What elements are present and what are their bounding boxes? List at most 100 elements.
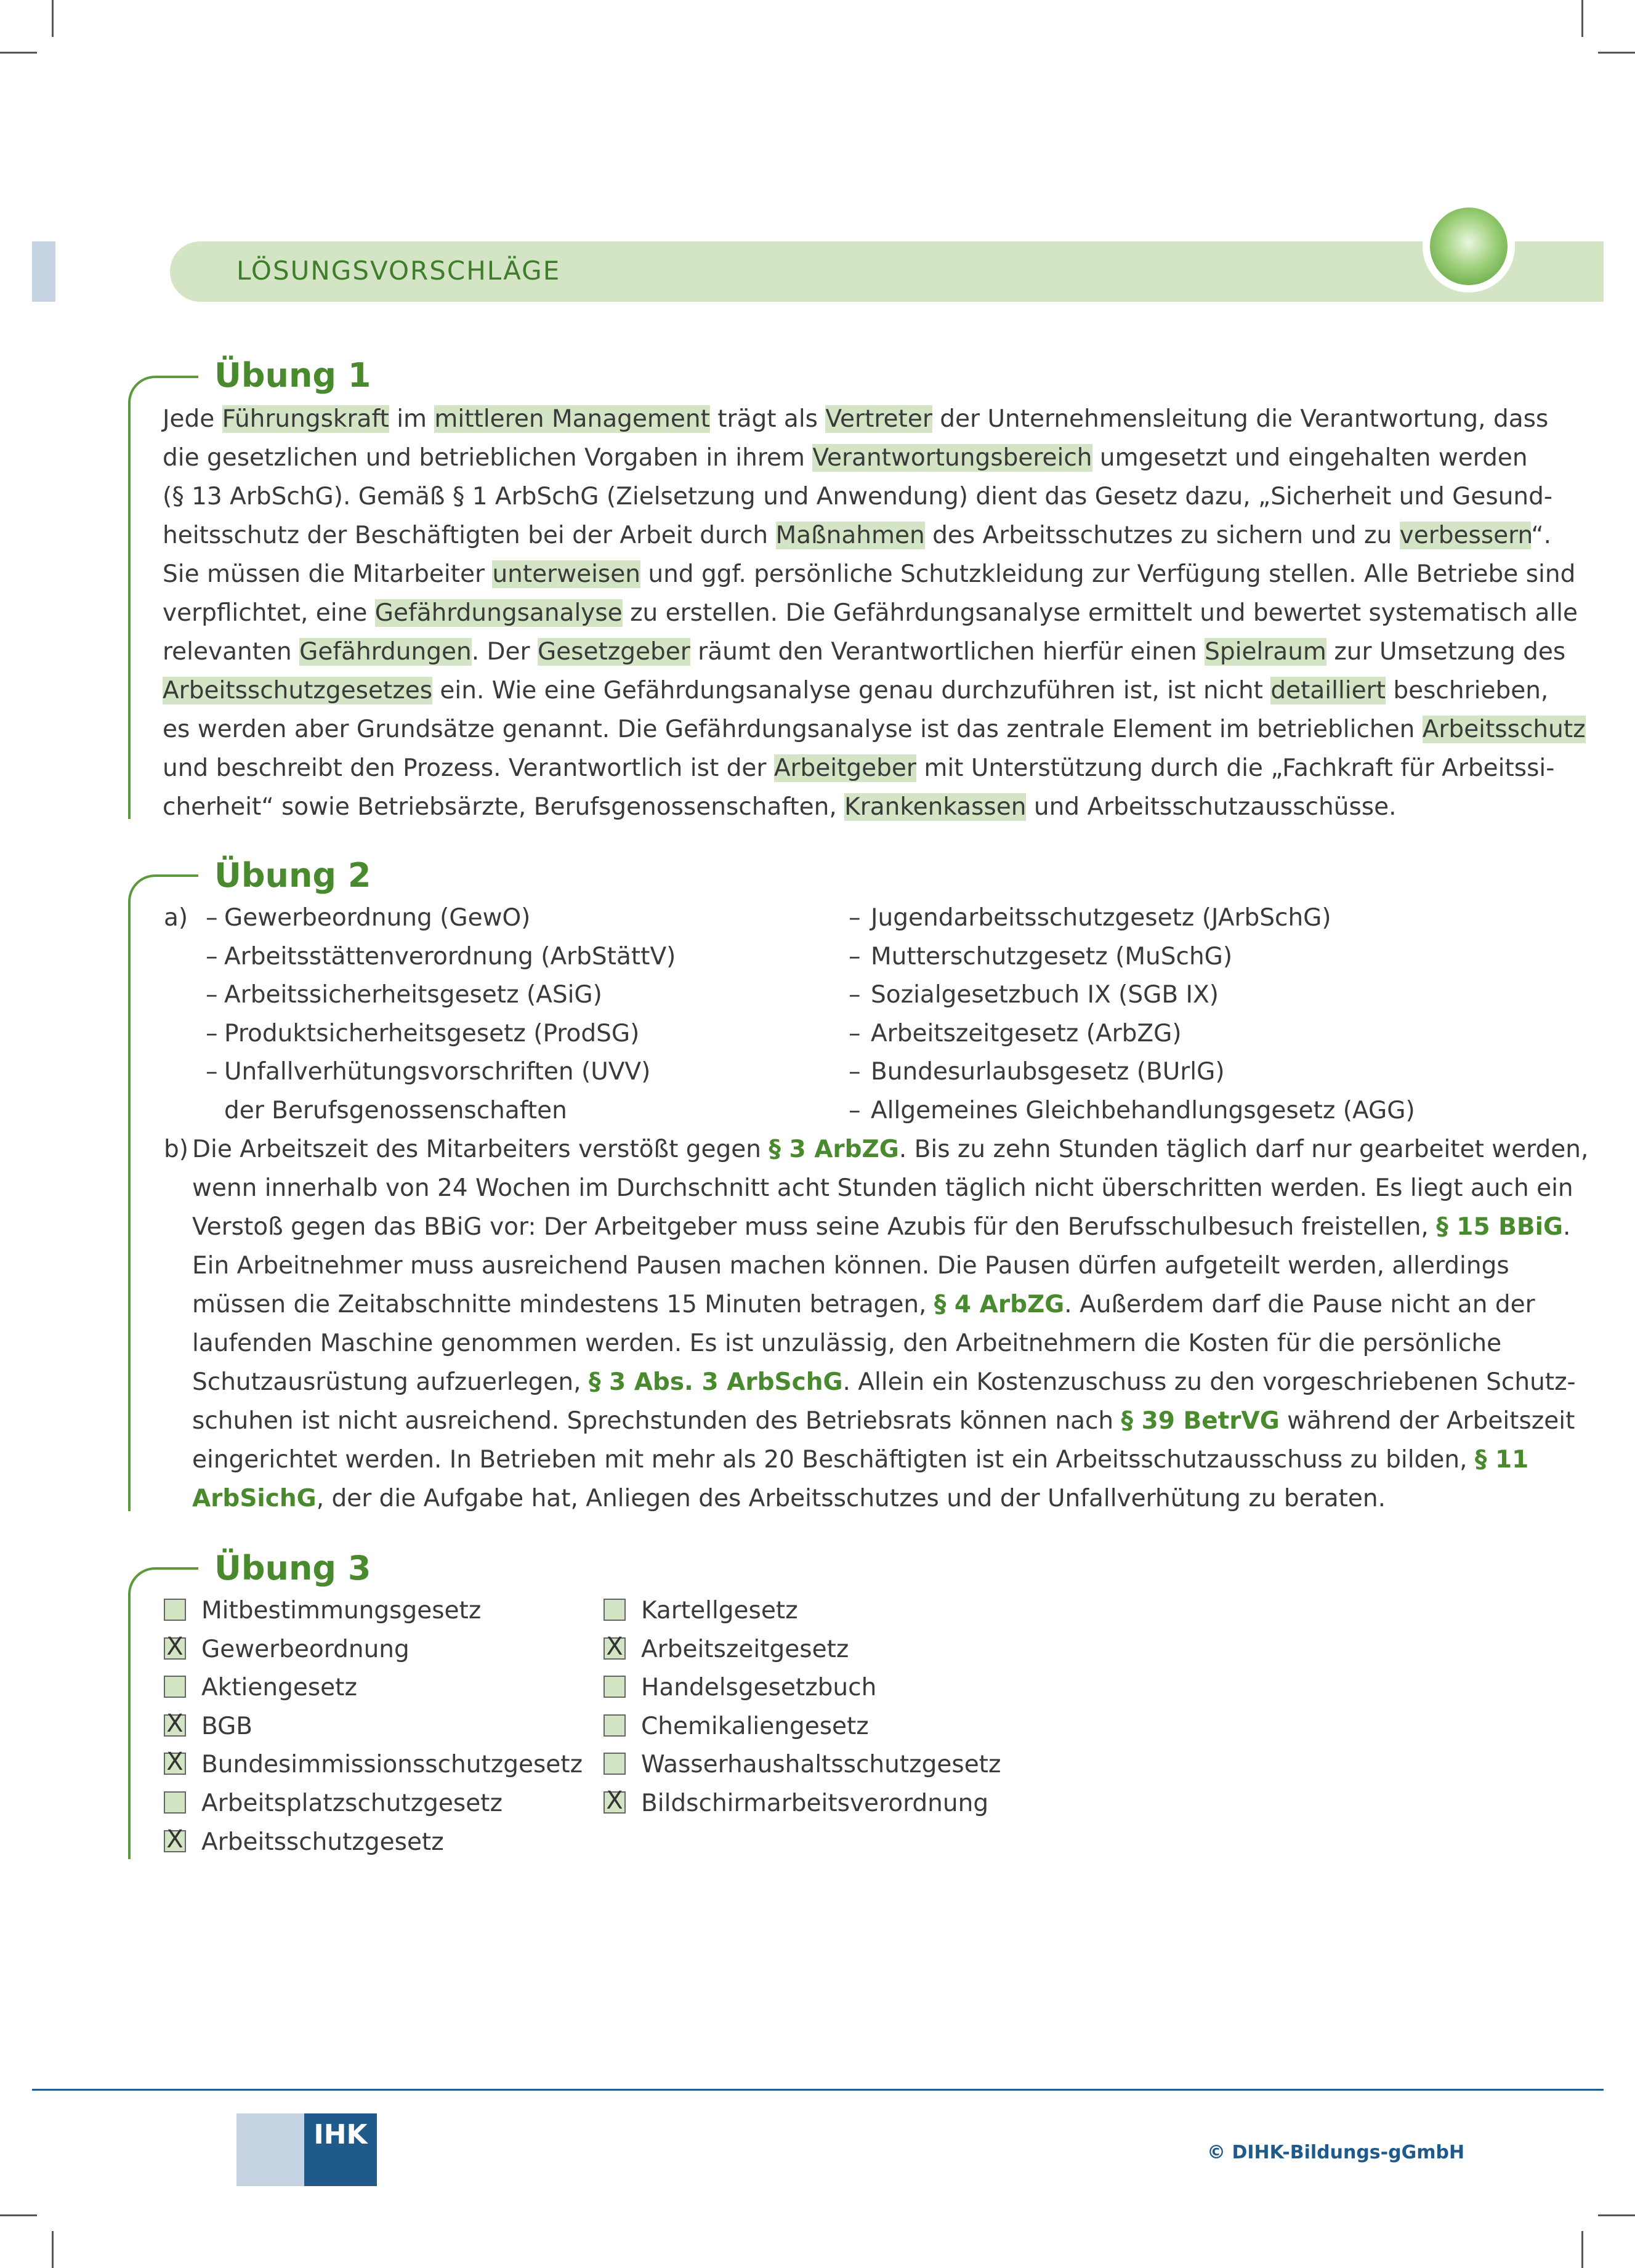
highlighted-term: Krankenkassen (844, 793, 1027, 821)
ihk-logo (304, 2113, 377, 2186)
highlighted-term: Arbeitgeber (773, 754, 916, 782)
checkbox-label: Aktiengesetz (201, 1674, 357, 1702)
text-segment: (§ 13 ArbSchG). Gemäß § 1 ArbSchG (Ziels… (163, 483, 1552, 511)
text-segment: “. (1531, 522, 1551, 549)
checkbox[interactable] (164, 1676, 186, 1698)
text-segment: Verstoß gegen das BBiG vor: Der Arbeitge… (192, 1213, 1437, 1241)
text-segment: . (1563, 1213, 1571, 1241)
text-segment: die gesetzlichen und betrieblichen Vorga… (163, 444, 813, 472)
text-line: wenn innerhalb von 24 Wochen im Durchsch… (192, 1169, 1573, 1208)
law-reference: § 15 BBiG (1436, 1213, 1563, 1241)
text-line: müssen die Zeitabschnitte mindestens 15 … (192, 1285, 1535, 1324)
page-title: LÖSUNGSVORSCHLÄGE (236, 256, 561, 286)
exercise-bracket (128, 376, 198, 819)
checkbox-label: Mitbestimmungsgesetz (201, 1597, 482, 1624)
dash: – (206, 942, 218, 971)
list-item: Sozialgesetzbuch IX (SGB IX) (871, 981, 1219, 1009)
exercise-2-b-text: Die Arbeitszeit des Mitarbeiters verstöß… (192, 1130, 1588, 1518)
checkbox[interactable] (164, 1599, 186, 1621)
checkbox-label: BGB (201, 1712, 253, 1740)
list-item: der Berufsgenossenschaften (224, 1097, 567, 1124)
text-segment: des Arbeitsschutzes zu sichern und zu (924, 522, 1400, 549)
highlighted-term: Spielraum (1205, 638, 1326, 666)
dash: – (849, 1019, 861, 1047)
text-segment: verpflichtet, eine (163, 599, 375, 627)
copyright: © DIHK-Bildungs-gGmbH (1207, 2142, 1465, 2163)
text-segment: es werden aber Grundsätze genannt. Die G… (163, 716, 1423, 743)
law-reference: § 39 BetrVG (1121, 1407, 1280, 1435)
highlighted-term: unterweisen (492, 560, 640, 588)
checkbox[interactable]: X (604, 1632, 626, 1661)
checkbox[interactable]: X (604, 1786, 626, 1815)
text-segment: zur Umsetzung des (1326, 638, 1566, 666)
checkbox-label: Arbeitszeitgesetz (641, 1635, 849, 1663)
checkbox[interactable] (604, 1714, 626, 1737)
list-item: Gewerbeordnung (GewO) (224, 904, 531, 932)
highlighted-term: Führungskraft (222, 405, 389, 433)
highlighted-term: Arbeitsschutzgesetzes (163, 677, 433, 704)
highlighted-term: Maßnahmen (775, 522, 925, 549)
crop-mark (52, 2231, 54, 2268)
checkbox[interactable] (164, 1791, 186, 1814)
text-line: laufenden Maschine genommen werden. Es i… (192, 1324, 1501, 1363)
law-reference: ArbSichG (192, 1485, 317, 1512)
list-item: Jugendarbeitsschutzgesetz (JArbSchG) (871, 904, 1331, 932)
list-item: Bundesurlaubsgesetz (BUrlG) (871, 1058, 1225, 1086)
text-segment: und beschreibt den Prozess. Verantwortli… (163, 754, 774, 782)
text-segment: trägt als (709, 405, 826, 433)
crop-mark (1581, 2231, 1583, 2268)
text-line: heitsschutz der Beschäftigten bei der Ar… (163, 516, 1551, 555)
list-item: Arbeitssicherheitsgesetz (ASiG) (224, 981, 602, 1009)
text-line: Verstoß gegen das BBiG vor: Der Arbeitge… (192, 1208, 1570, 1246)
text-segment: im (389, 405, 435, 433)
text-segment: umgesetzt und eingehalten werden (1092, 444, 1528, 472)
checkbox[interactable] (604, 1599, 626, 1621)
list-item: Arbeitszeitgesetz (ArbZG) (871, 1019, 1182, 1047)
list-item: Arbeitsstättenverordnung (ArbStättV) (224, 942, 676, 971)
text-segment: laufenden Maschine genommen werden. Es i… (192, 1330, 1502, 1357)
text-segment: mit Unterstützung durch die „Fachkraft f… (916, 754, 1555, 782)
text-segment: . Außerdem darf die Pause nicht an der (1064, 1291, 1535, 1318)
checkbox[interactable]: X (164, 1748, 186, 1776)
dash: – (206, 1019, 218, 1047)
highlighted-term: Gefährdungsanalyse (374, 599, 623, 627)
list-item: Produktsicherheitsgesetz (ProdSG) (224, 1019, 640, 1047)
highlighted-term: mittleren Management (434, 405, 710, 433)
law-reference: § 3 Abs. 3 ArbSchG (588, 1368, 843, 1396)
check-mark-icon: X (166, 1632, 184, 1661)
exercise-2-title: Übung 2 (214, 856, 371, 895)
dash: – (849, 1097, 861, 1124)
text-line: und beschreibt den Prozess. Verantwortli… (163, 749, 1554, 788)
checkbox-label: Arbeitsschutzgesetz (201, 1828, 444, 1856)
dash: – (849, 942, 861, 971)
law-reference: § 4 ArbZG (934, 1291, 1065, 1318)
text-segment: . Bis zu zehn Stunden täglich darf nur g… (898, 1136, 1589, 1163)
text-line: eingerichtet werden. In Betrieben mit me… (192, 1440, 1528, 1479)
text-line: Ein Arbeitnehmer muss ausreichend Pausen… (192, 1246, 1509, 1285)
checkbox[interactable]: X (164, 1709, 186, 1738)
text-line: (§ 13 ArbSchG). Gemäß § 1 ArbSchG (Ziels… (163, 477, 1552, 516)
exercise-bracket (128, 1567, 198, 1859)
text-segment: . Allein ein Kostenzuschuss zu den vorge… (842, 1368, 1576, 1396)
text-line: verpflichtet, eine Gefährdungsanalyse zu… (163, 594, 1578, 632)
law-reference: § 11 (1474, 1446, 1529, 1474)
exercise-1-title: Übung 1 (214, 356, 371, 395)
text-segment: eingerichtet werden. In Betrieben mit me… (192, 1446, 1475, 1474)
exercise-3-title: Übung 3 (214, 1549, 371, 1588)
text-line: ArbSichG, der die Aufgabe hat, Anliegen … (192, 1479, 1400, 1518)
checkbox[interactable]: X (164, 1632, 186, 1661)
text-segment: Schutzausrüstung aufzuerlegen, (192, 1368, 589, 1396)
dash: – (849, 1058, 861, 1086)
crop-mark (0, 2214, 37, 2216)
checkbox[interactable] (604, 1676, 626, 1698)
checkbox[interactable]: X (164, 1825, 186, 1854)
dash: – (206, 904, 218, 932)
checkbox[interactable] (604, 1753, 626, 1775)
text-segment: relevanten (163, 638, 300, 666)
exercise-bracket (128, 874, 198, 1511)
check-mark-icon: X (606, 1786, 623, 1815)
highlighted-term: Verantwortungsbereich (812, 444, 1092, 472)
text-segment: und Arbeitsschutzausschüsse. (1026, 793, 1397, 821)
logo-block (236, 2113, 304, 2186)
highlighted-term: Gesetzgeber (537, 638, 690, 666)
